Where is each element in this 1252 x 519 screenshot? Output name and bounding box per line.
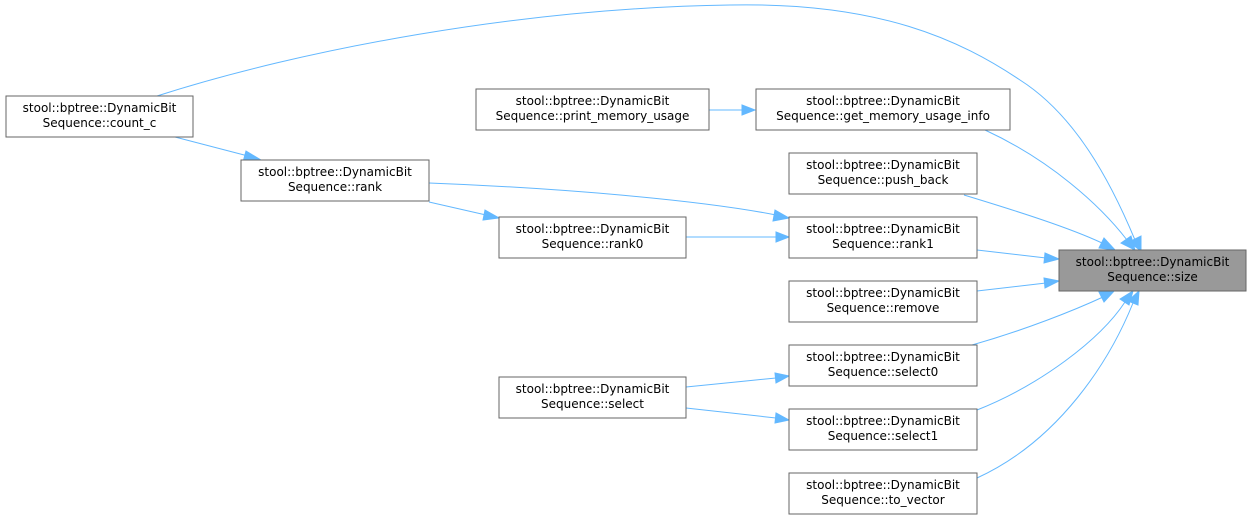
edge-push-back-to-size (963, 194, 1117, 251)
edge-count-c-to-size (156, 4, 1142, 252)
node-push-back-line1: stool::bptree::DynamicBit (806, 158, 960, 172)
node-to-vector-line2: Sequence::to_vector (821, 493, 944, 507)
node-size-line2: Sequence::size (1107, 270, 1198, 284)
node-get-memory-usage-info[interactable]: stool::bptree::DynamicBit Sequence::get_… (755, 88, 1011, 131)
edge-count-c-to-rank (174, 136, 263, 163)
node-rank-line2: Sequence::rank (288, 180, 382, 194)
node-select1[interactable]: stool::bptree::DynamicBit Sequence::sele… (788, 408, 978, 451)
node-select0-line2: Sequence::select0 (828, 365, 939, 379)
edges (156, 4, 1142, 479)
node-count-c-line1: stool::bptree::DynamicBit (23, 101, 177, 115)
node-print-mem-line2: Sequence::print_memory_usage (496, 109, 690, 123)
node-select0-line1: stool::bptree::DynamicBit (806, 350, 960, 364)
edge-to-vector-to-size (976, 289, 1140, 479)
node-rank0[interactable]: stool::bptree::DynamicBit Sequence::rank… (498, 216, 687, 259)
node-rank1[interactable]: stool::bptree::DynamicBit Sequence::rank… (788, 216, 978, 259)
node-push-back[interactable]: stool::bptree::DynamicBit Sequence::push… (788, 152, 978, 195)
node-remove-line2: Sequence::remove (827, 301, 940, 315)
node-print-mem-line1: stool::bptree::DynamicBit (516, 94, 670, 108)
node-rank1-line2: Sequence::rank1 (832, 237, 934, 251)
node-select1-line1: stool::bptree::DynamicBit (806, 414, 960, 428)
edge-select0-to-size (971, 289, 1117, 346)
node-rank0-line2: Sequence::rank0 (542, 237, 644, 251)
node-size-line1: stool::bptree::DynamicBit (1076, 255, 1230, 269)
node-get-mem-line2: Sequence::get_memory_usage_info (776, 109, 990, 123)
edge-rank-to-rank1 (428, 182, 791, 222)
node-count-c-line2: Sequence::count_c (43, 116, 157, 130)
node-select-line2: Sequence::select (541, 397, 644, 411)
node-remove[interactable]: stool::bptree::DynamicBit Sequence::remo… (788, 280, 978, 323)
node-rank[interactable]: stool::bptree::DynamicBit Sequence::rank (240, 159, 430, 202)
edge-remove-to-size (976, 277, 1061, 292)
edge-get-mem-to-size (984, 129, 1136, 251)
node-print-memory-usage[interactable]: stool::bptree::DynamicBit Sequence::prin… (475, 88, 710, 131)
node-select[interactable]: stool::bptree::DynamicBit Sequence::sele… (498, 376, 687, 419)
node-select1-line2: Sequence::select1 (828, 429, 939, 443)
node-remove-line1: stool::bptree::DynamicBit (806, 286, 960, 300)
edge-rank0-to-rank1 (686, 231, 791, 243)
node-to-vector-line1: stool::bptree::DynamicBit (806, 478, 960, 492)
node-get-mem-line1: stool::bptree::DynamicBit (806, 94, 960, 108)
edge-rank-to-rank0 (428, 201, 501, 221)
node-rank0-line1: stool::bptree::DynamicBit (516, 222, 670, 236)
node-size[interactable]: stool::bptree::DynamicBit Sequence::size (1058, 249, 1247, 292)
node-rank-line1: stool::bptree::DynamicBit (258, 165, 412, 179)
edge-select-to-select0 (685, 372, 791, 388)
node-push-back-line2: Sequence::push_back (818, 173, 949, 187)
nodes: stool::bptree::DynamicBit Sequence::size… (5, 88, 1247, 515)
node-rank1-line1: stool::bptree::DynamicBit (806, 222, 960, 236)
node-select-line1: stool::bptree::DynamicBit (516, 382, 670, 396)
edge-rank1-to-size (976, 249, 1061, 264)
edge-print-mem-to-get-mem (709, 104, 757, 116)
edge-select-to-select1 (685, 407, 791, 424)
node-count-c[interactable]: stool::bptree::DynamicBit Sequence::coun… (5, 95, 194, 138)
node-select0[interactable]: stool::bptree::DynamicBit Sequence::sele… (788, 344, 978, 387)
node-to-vector[interactable]: stool::bptree::DynamicBit Sequence::to_v… (788, 472, 978, 515)
